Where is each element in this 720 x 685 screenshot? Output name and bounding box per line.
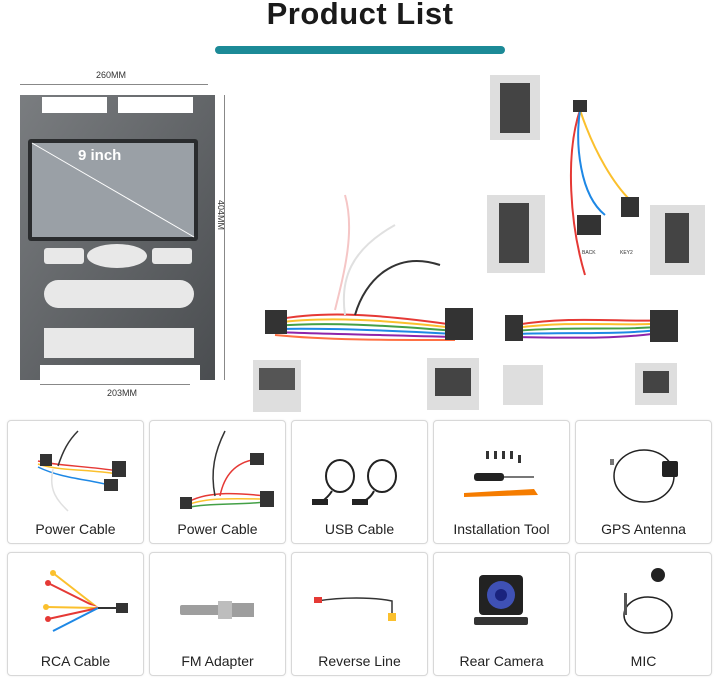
product-label: MIC — [630, 653, 657, 669]
screen-size-label: 9 inch — [78, 147, 122, 164]
radio-frame-image — [20, 95, 215, 380]
product-card-mic: MIC — [575, 552, 712, 676]
product-card-gps-antenna: GPS Antenna — [575, 420, 712, 544]
product-card-installation-tool: Installation Tool — [433, 420, 570, 544]
product-card-power-cable-2: Power Cable — [149, 420, 286, 544]
rear-camera-icon — [474, 575, 528, 625]
reverse-line-icon — [314, 597, 396, 621]
power-cable-icon — [37, 430, 126, 512]
back-wire-label: BACK — [582, 250, 596, 256]
main-wire-harness-image — [253, 194, 479, 412]
fm-adapter-icon — [180, 601, 254, 619]
product-label: USB Cable — [324, 521, 395, 537]
product-label: Reverse Line — [318, 653, 401, 669]
width-dimension-label: 260MM — [96, 70, 127, 80]
page-title: Product List — [266, 0, 454, 31]
gps-antenna-icon — [610, 449, 678, 503]
mic-icon — [623, 568, 673, 634]
product-label: GPS Antenna — [601, 521, 686, 537]
product-card-reverse-line: Reverse Line — [291, 552, 428, 676]
product-card-usb-cable: USB Cable — [291, 420, 428, 544]
rca-cable-icon — [43, 570, 128, 632]
product-card-power-cable-1: Power Cable — [7, 420, 144, 544]
product-card-fm-adapter: FM Adapter — [149, 552, 286, 676]
product-label: Rear Camera — [459, 653, 544, 669]
secondary-wire-harness-image — [487, 75, 705, 405]
title-underline — [215, 46, 505, 54]
usb-cable-icon — [312, 459, 397, 505]
product-label: Power Cable — [177, 521, 258, 537]
power-cable-icon — [180, 430, 274, 509]
product-label: Power Cable — [35, 521, 116, 537]
width-dimension-line — [20, 84, 208, 85]
installation-tool-icon — [464, 451, 538, 497]
product-card-rear-camera: Rear Camera — [433, 552, 570, 676]
product-label: Installation Tool — [453, 521, 550, 537]
product-label: FM Adapter — [181, 653, 254, 669]
bottom-dimension-label: 203MM — [107, 388, 138, 398]
key2-wire-label: KEY2 — [620, 250, 633, 256]
bottom-dimension-line — [40, 384, 190, 385]
height-dimension-line — [224, 95, 225, 380]
product-card-rca-cable: RCA Cable — [7, 552, 144, 676]
product-label: RCA Cable — [40, 653, 111, 669]
